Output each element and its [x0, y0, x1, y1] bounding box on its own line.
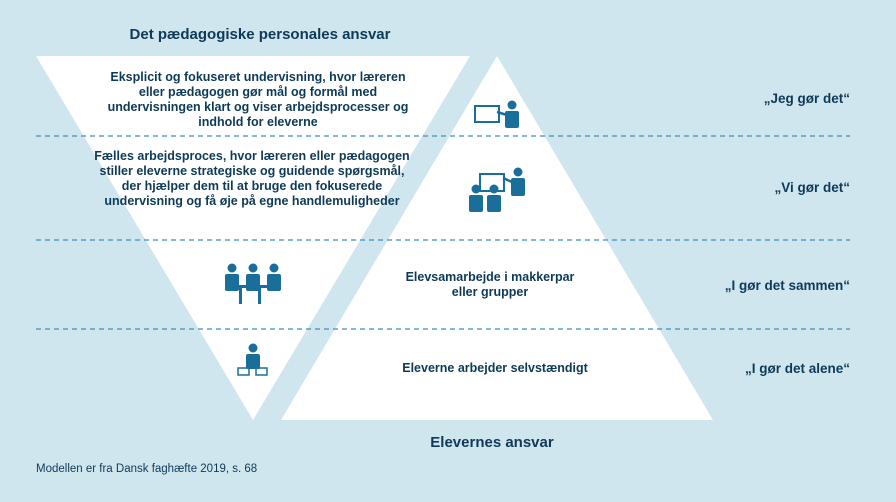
divider-lines — [36, 135, 850, 330]
source-note: Modellen er fra Dansk faghæfte 2019, s. … — [36, 463, 258, 475]
teacher-at-board-icon — [474, 100, 519, 128]
level-1-description: Eksplicit og fokuseret undervisning, hvo… — [107, 70, 409, 129]
student-group-icon — [225, 263, 281, 304]
level-2-quote: „Vi gør det“ — [774, 180, 850, 195]
level-2-description: Fælles arbejdsproces, hvor læreren eller… — [94, 149, 410, 208]
student-responsibility-title: Elevernes ansvar — [430, 434, 554, 451]
teacher-responsibility-triangle — [36, 56, 470, 420]
level-1-quote: „Jeg gør det“ — [763, 91, 850, 106]
single-student-icon — [237, 343, 268, 376]
level-3-quote: „I gør det sammen“ — [724, 278, 850, 293]
level-3-description: Elevsamarbejde i makkerpar eller grupper — [405, 270, 575, 299]
teacher-responsibility-title: Det pædagogiske personales ansvar — [129, 26, 391, 43]
level-4-description: Eleverne arbejder selvstændigt — [402, 361, 588, 375]
teacher-with-students-icon — [469, 167, 525, 212]
level-4-quote: „I gør det alene“ — [744, 361, 850, 376]
